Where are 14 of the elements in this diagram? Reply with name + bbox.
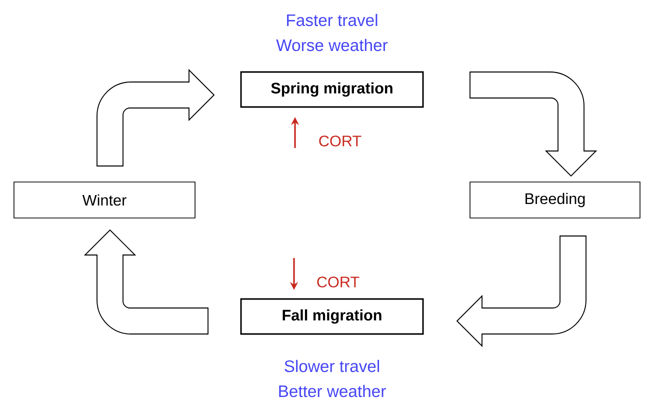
note-text: Slower travel bbox=[284, 360, 380, 372]
block-arrow bbox=[470, 72, 596, 176]
note-text: Faster travel bbox=[287, 14, 378, 26]
stage-box: Winter bbox=[14, 182, 196, 218]
stage-box: Spring migration bbox=[240, 71, 424, 108]
stage-box: Fall migration bbox=[240, 298, 424, 335]
hormone-label: CORT bbox=[319, 136, 362, 146]
note-text: Better weather bbox=[279, 384, 386, 398]
stage-box: Breeding bbox=[470, 182, 640, 218]
block-arrow bbox=[84, 230, 208, 334]
block-arrow bbox=[96, 70, 214, 166]
note-text: Worse weather bbox=[276, 38, 388, 52]
hormone-label: CORT bbox=[317, 276, 360, 288]
block-arrow bbox=[456, 236, 586, 346]
